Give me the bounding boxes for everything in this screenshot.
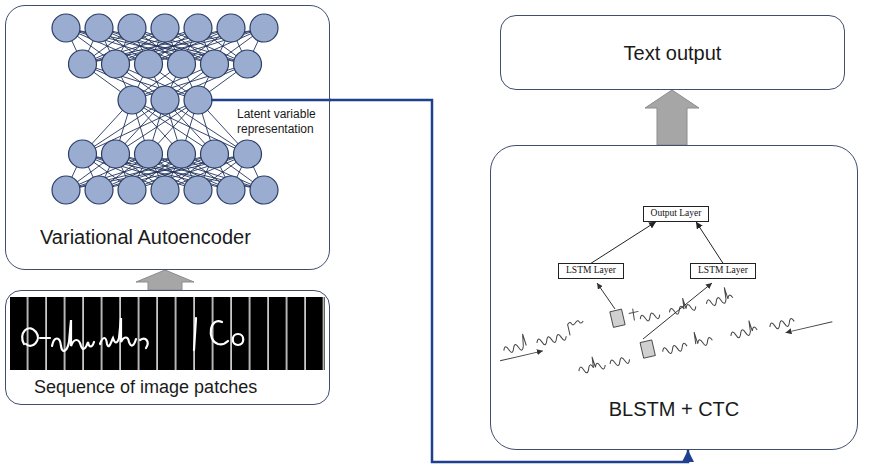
neuron [201, 140, 229, 168]
handwriting-strokes [22, 318, 243, 351]
layer-box: LSTM Layer [558, 263, 624, 278]
neuron [184, 176, 212, 204]
neuron [118, 86, 146, 114]
handwriting-line [576, 299, 833, 379]
neuron [69, 50, 97, 78]
neuron [234, 140, 262, 168]
scan-direction [786, 322, 833, 333]
output-box: Text output [500, 15, 845, 90]
neuron [168, 50, 196, 78]
neuron [102, 50, 130, 78]
neuron [250, 176, 278, 204]
neuron [184, 86, 212, 114]
neuron [52, 14, 80, 42]
neuron [217, 176, 245, 204]
layer-box: LSTM Layer [690, 263, 756, 278]
handwriting-stroke [140, 339, 148, 348]
box-label: Text output [624, 41, 722, 65]
input-panel: Sequence of image patches [5, 290, 330, 405]
neuron [118, 176, 146, 204]
panel-title: Sequence of image patches [34, 377, 257, 399]
layer-box: Output Layer [643, 206, 710, 221]
neuron [168, 140, 196, 168]
model-panel: BLSTM + CTC Output LayerLSTM Layer LSTM La… [490, 145, 858, 450]
layer-label: LSTM Layer [566, 265, 616, 276]
handwriting-stroke [501, 286, 734, 354]
handwriting-stroke [576, 310, 795, 375]
neuron [85, 14, 113, 42]
neuron [69, 140, 97, 168]
layer-label: Output Layer [651, 208, 702, 219]
handwriting-line [495, 284, 735, 361]
image-strip [10, 297, 325, 370]
neuron [250, 14, 278, 42]
scan-direction [500, 351, 543, 361]
feed-arrow [597, 283, 615, 309]
handwriting-stroke [22, 328, 38, 346]
handwriting-stroke [194, 318, 196, 350]
flow-arrow [136, 270, 194, 290]
handwriting-stroke [233, 334, 244, 345]
handwriting-stroke [52, 320, 94, 351]
neuron [118, 14, 146, 42]
handwriting-stroke [40, 337, 50, 339]
neuron [151, 176, 179, 204]
panel-title: BLSTM + CTC [609, 397, 740, 421]
scan-window [640, 340, 655, 358]
encoder-panel: Variational Autoencoder [5, 5, 330, 270]
neuron [135, 50, 163, 78]
handwriting-stroke [100, 318, 136, 346]
neuron [217, 14, 245, 42]
neuron [85, 176, 113, 204]
neuron [135, 140, 163, 168]
layer-arrow [591, 222, 656, 264]
neuron [102, 140, 130, 168]
layer-label: LSTM Layer [698, 265, 748, 276]
neuron [234, 50, 262, 78]
handwriting-stroke [211, 321, 228, 344]
patch-strip [10, 297, 325, 370]
flow-arrow [645, 90, 699, 145]
neuron [201, 50, 229, 78]
neuron [184, 14, 212, 42]
feed-arrow [643, 283, 712, 339]
scan-window [610, 309, 625, 327]
neuron [151, 14, 179, 42]
annotation-label: Latent variable representation [236, 107, 328, 137]
panel-title: Variational Autoencoder [40, 225, 251, 249]
neuron [151, 86, 179, 114]
latent-lead [211, 99, 331, 102]
layer-arrow [696, 222, 723, 264]
neuron [52, 176, 80, 204]
